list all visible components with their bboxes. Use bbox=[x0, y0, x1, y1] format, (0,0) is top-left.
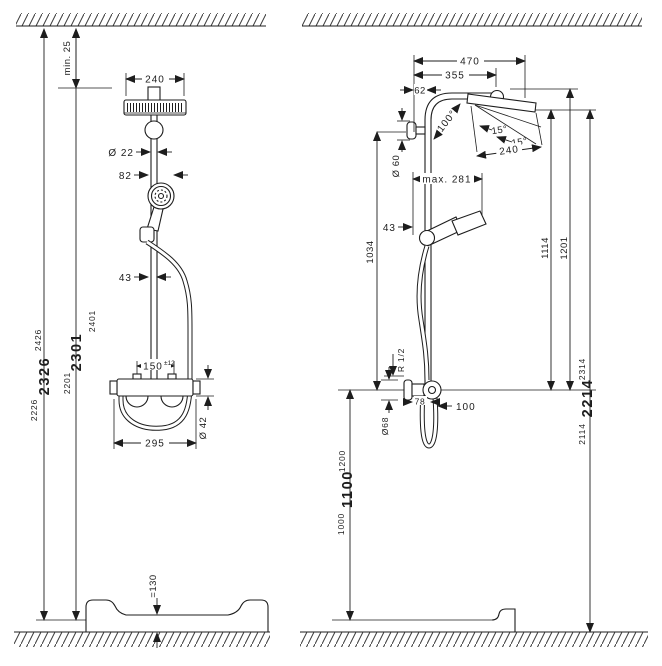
head-stem bbox=[147, 86, 161, 102]
dim-height-2301: 2301 bbox=[69, 333, 85, 372]
dim-height-2314: 2314 bbox=[577, 358, 587, 380]
dim-escutcheon-60: Ø 60 bbox=[391, 155, 402, 178]
dim-height-2201: 2201 bbox=[62, 372, 72, 394]
dim-tilt-15-a: 15° bbox=[491, 124, 508, 137]
shower-hose-side bbox=[416, 245, 439, 449]
dim-arm-angle-100: 100° bbox=[435, 108, 459, 134]
wall-bracket bbox=[406, 121, 417, 140]
dim-height-2114: 2114 bbox=[577, 423, 587, 444]
dim-head-240-side: 240 bbox=[499, 144, 520, 158]
dim-height-1200: 1200 bbox=[337, 450, 347, 472]
overhead-shower-side bbox=[466, 93, 542, 145]
dim-height-2326: 2326 bbox=[37, 357, 53, 396]
dim-plate-68: Ø68 bbox=[380, 417, 390, 435]
floor-hatch-right bbox=[300, 631, 648, 647]
holder-pivot bbox=[418, 229, 436, 247]
dim-offset-62: 62 bbox=[414, 86, 426, 97]
slider-holder bbox=[139, 226, 155, 243]
dim-43-front: 43 bbox=[119, 273, 132, 284]
pipe-ring bbox=[144, 120, 164, 140]
dim-82: 82 bbox=[119, 171, 132, 182]
dim-min-25: min. 25 bbox=[62, 41, 73, 76]
dim-thread-r12: R 1/2 bbox=[396, 348, 406, 372]
dim-body-diameter-42: Ø 42 bbox=[198, 417, 209, 440]
dim-tolerance-12: ±12 bbox=[164, 360, 175, 367]
dim-height-2401: 2401 bbox=[87, 310, 97, 332]
dim-100: 100 bbox=[456, 402, 476, 413]
floor-hatch-left bbox=[14, 631, 270, 647]
dim-height-2226: 2226 bbox=[29, 399, 39, 421]
hand-shower-front bbox=[139, 182, 175, 243]
thermostat bbox=[109, 373, 201, 408]
dim-arm-355: 355 bbox=[445, 71, 465, 82]
dim-height-2214: 2214 bbox=[580, 379, 596, 418]
hand-shower-side bbox=[418, 210, 487, 247]
dim-height-1100: 1100 bbox=[340, 470, 356, 508]
dim-height-2426: 2426 bbox=[33, 329, 43, 351]
dim-connection-150: 150 bbox=[143, 362, 163, 373]
dim-head-width-240: 240 bbox=[145, 75, 165, 86]
dim-tub-height-130: =130 bbox=[148, 574, 159, 597]
dim-height-1034: 1034 bbox=[365, 240, 376, 263]
ceiling-hatch-right bbox=[302, 13, 642, 27]
front-view: 2226 2326 2426 2201 2301 2401 min. 25 24… bbox=[29, 28, 269, 648]
dim-valve-width-295: 295 bbox=[145, 439, 165, 450]
ceiling-hatch-left bbox=[16, 13, 266, 27]
dim-pipe-diameter-22: Ø 22 bbox=[108, 148, 134, 159]
dim-43-side: 43 bbox=[383, 223, 396, 234]
dim-height-1000: 1000 bbox=[336, 513, 346, 535]
tub-edge-side bbox=[491, 608, 516, 632]
dim-max-reach-281: max. 281 bbox=[422, 175, 471, 186]
side-view: 470 355 62 100° 15° 15° 240 Ø 60 bbox=[332, 55, 596, 633]
dim-reach-470: 470 bbox=[460, 57, 480, 68]
dim-height-1114: 1114 bbox=[540, 237, 551, 259]
tub-outline bbox=[85, 599, 269, 632]
dim-height-1201: 1201 bbox=[559, 236, 570, 259]
dim-78: 78 bbox=[415, 397, 426, 407]
